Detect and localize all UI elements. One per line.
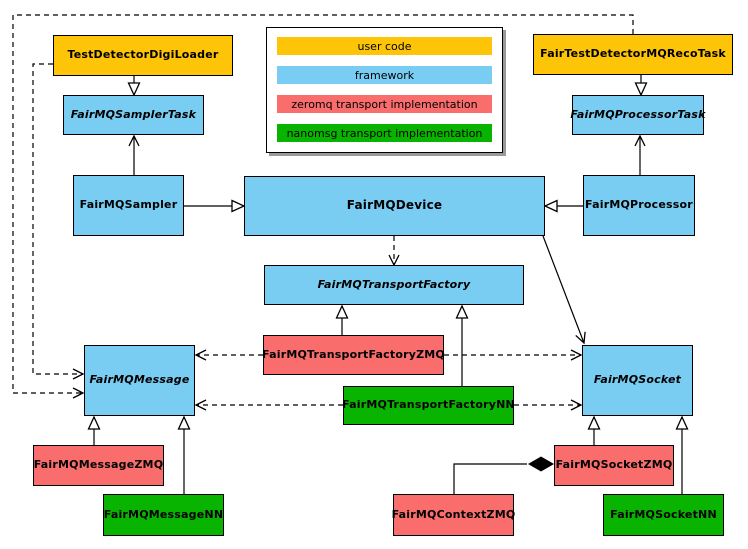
node-testdetectordigiloader: TestDetectorDigiLoader	[53, 35, 233, 76]
legend-label: user code	[357, 39, 412, 53]
legend-item-framework: framework	[277, 66, 492, 84]
node-fairmqprocessortask: FairMQProcessorTask	[570, 95, 706, 135]
legend-item-zeromq: zeromq transport implementation	[277, 95, 492, 113]
node-fairmqcontextzmq: FairMQContextZMQ	[391, 494, 516, 536]
legend-label: framework	[354, 68, 415, 82]
node-fairmqsocket: FairMQSocket	[582, 345, 693, 416]
edge-dep-recotask-message	[12, 14, 634, 399]
node-fairmqmessage: FairMQMessage	[84, 345, 195, 416]
edge-comp-socketzmq-contextzmq	[453, 463, 527, 494]
legend-item-nanomsg: nanomsg transport implementation	[277, 124, 492, 142]
node-label: FairMQTransportFactoryZMQ	[262, 347, 445, 361]
node-fairmqsampler: FairMQSampler	[73, 175, 184, 236]
node-label: FairMQDevice	[346, 198, 443, 213]
node-label: FairMQSamplerTask	[70, 107, 197, 121]
node-label: FairMQTransportFactory	[317, 277, 471, 291]
node-fairmqtransportfactory: FairMQTransportFactory	[264, 265, 524, 305]
legend-label: zeromq transport implementation	[291, 97, 478, 111]
edge-assoc-device-socket	[542, 235, 586, 345]
edge-dep-digiloader-message	[32, 63, 85, 380]
node-label: FairMQSocketZMQ	[555, 458, 673, 472]
node-fairmqsamplertask: FairMQSamplerTask	[63, 95, 204, 135]
node-fairmqdevice: FairMQDevice	[244, 176, 545, 236]
node-label: FairMQMessageNN	[103, 507, 224, 521]
legend-item-user-code: user code	[277, 37, 492, 55]
composition-diamond-icon	[528, 456, 554, 472]
node-fairmqsocketnn: FairMQSocketNN	[603, 494, 724, 536]
node-label: FairMQTransportFactoryNN	[342, 398, 515, 412]
node-label: FairMQSocket	[593, 373, 682, 387]
node-fairmqtransportfactoryzmq: FairMQTransportFactoryZMQ	[262, 335, 445, 375]
legend-label: nanomsg transport implementation	[286, 126, 483, 140]
legend: user code framework zeromq transport imp…	[266, 27, 503, 153]
node-fairmqmessagezmq: FairMQMessageZMQ	[33, 445, 164, 486]
node-fairmqprocessor: FairMQProcessor	[583, 175, 695, 236]
node-label: FairMQMessageZMQ	[33, 458, 164, 472]
node-label: FairMQMessage	[89, 373, 190, 387]
node-label: TestDetectorDigiLoader	[67, 48, 219, 62]
node-fairmqtransportfactorynn: FairMQTransportFactoryNN	[342, 386, 515, 425]
node-label: FairMQContextZMQ	[391, 507, 516, 521]
node-label: FairMQSampler	[79, 198, 178, 212]
node-label: FairTestDetectorMQRecoTask	[540, 47, 726, 61]
node-fairtestdetectormqrecotask: FairTestDetectorMQRecoTask	[533, 34, 733, 75]
node-fairmqsocketzmq: FairMQSocketZMQ	[554, 445, 674, 486]
node-fairmqmessagenn: FairMQMessageNN	[103, 494, 224, 536]
node-label: FairMQSocketNN	[610, 507, 717, 521]
node-label: FairMQProcessorTask	[570, 107, 706, 121]
node-label: FairMQProcessor	[585, 198, 693, 212]
